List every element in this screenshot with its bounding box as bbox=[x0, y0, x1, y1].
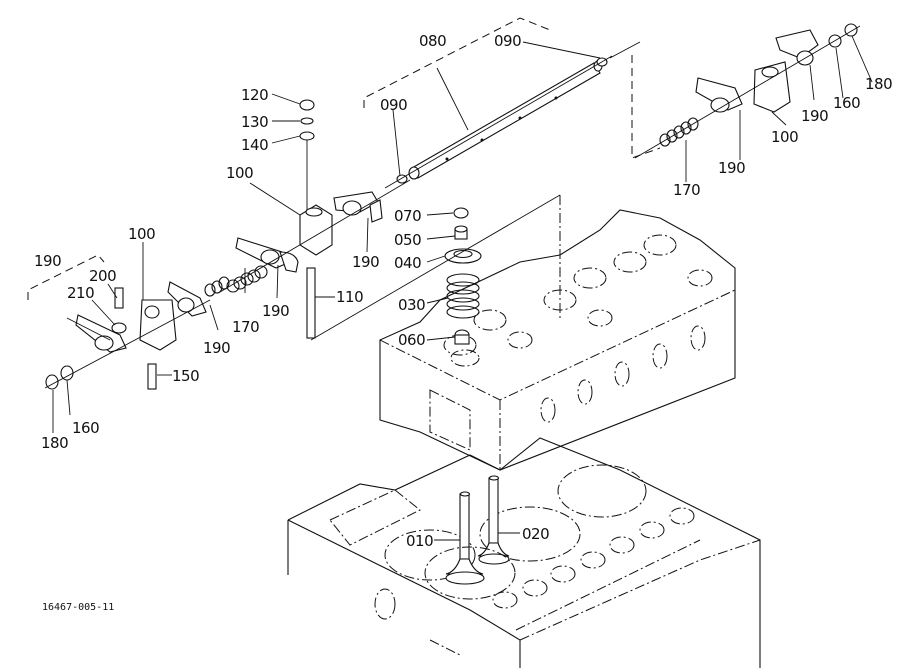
callout-040: 040 bbox=[394, 254, 422, 272]
cylinder-head bbox=[379, 195, 736, 471]
callout-190: 190 bbox=[801, 107, 829, 125]
leader-lines bbox=[52, 35, 873, 541]
cylinder-block bbox=[287, 437, 761, 668]
callout-190: 190 bbox=[718, 159, 746, 177]
callout-200: 200 bbox=[89, 267, 117, 285]
bracket-190-left bbox=[27, 254, 105, 300]
callout-190: 190 bbox=[262, 302, 290, 320]
callout-100: 100 bbox=[128, 225, 156, 243]
callout-070: 070 bbox=[394, 207, 422, 225]
callout-190: 190 bbox=[34, 252, 62, 270]
callout-090: 090 bbox=[380, 96, 408, 114]
bracket-080 bbox=[363, 17, 551, 108]
callout-180: 180 bbox=[865, 75, 893, 93]
valve-intake bbox=[445, 491, 485, 585]
callout-010: 010 bbox=[406, 532, 434, 550]
callout-120: 120 bbox=[241, 86, 269, 104]
callout-110: 110 bbox=[336, 288, 364, 306]
callout-020: 020 bbox=[522, 525, 550, 543]
drawing-code: 16467-005-11 bbox=[42, 602, 115, 613]
callout-090: 090 bbox=[494, 32, 522, 50]
valve-exhaust bbox=[477, 475, 510, 565]
callout-190: 190 bbox=[352, 253, 380, 271]
callout-060: 060 bbox=[398, 331, 426, 349]
right-rocker-group bbox=[659, 23, 858, 147]
callout-030: 030 bbox=[398, 296, 426, 314]
callout-210: 210 bbox=[67, 284, 95, 302]
center-bracket-assembly bbox=[226, 99, 383, 339]
callout-190: 190 bbox=[203, 339, 231, 357]
valve-spring-stack bbox=[444, 207, 482, 367]
callout-100: 100 bbox=[226, 164, 254, 182]
callout-140: 140 bbox=[241, 136, 269, 154]
bracket-right bbox=[631, 55, 661, 159]
callout-170: 170 bbox=[232, 318, 260, 336]
callout-130: 130 bbox=[241, 113, 269, 131]
callout-160: 160 bbox=[72, 419, 100, 437]
callout-150: 150 bbox=[172, 367, 200, 385]
callout-050: 050 bbox=[394, 231, 422, 249]
callout-160: 160 bbox=[833, 94, 861, 112]
callout-100: 100 bbox=[771, 128, 799, 146]
callout-080: 080 bbox=[419, 32, 447, 50]
callout-170: 170 bbox=[673, 181, 701, 199]
callout-180: 180 bbox=[41, 434, 69, 452]
